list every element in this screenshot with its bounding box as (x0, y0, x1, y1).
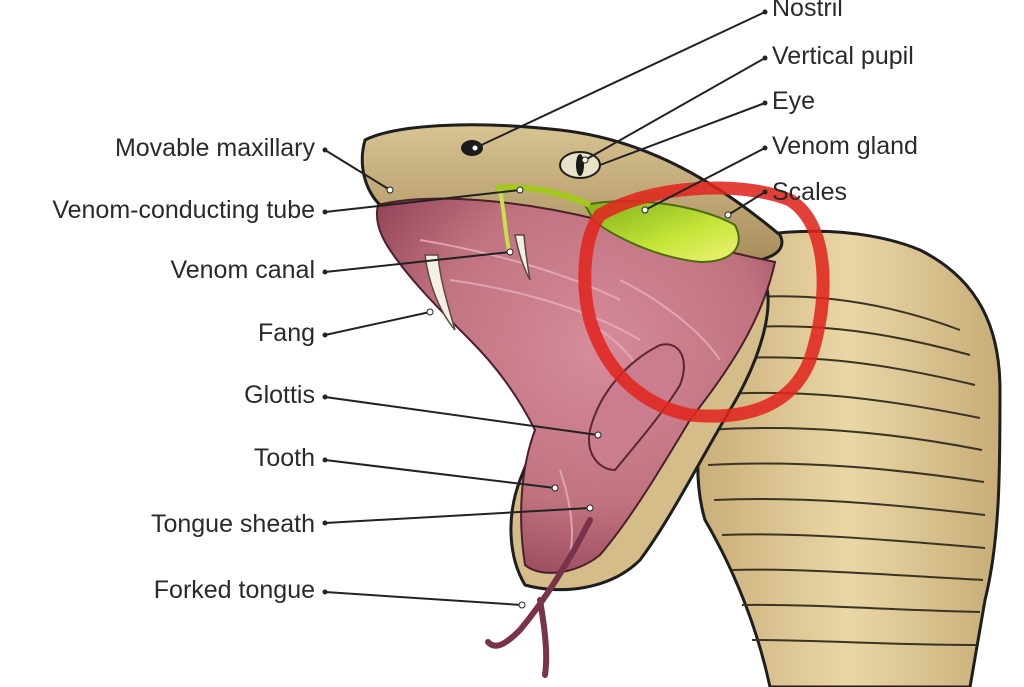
label-end-dots (322, 9, 768, 595)
label-scales: Scales (772, 178, 848, 206)
leader-nostril (474, 11, 766, 149)
leader-movable-maxillary (324, 149, 391, 191)
glottis-tube (588, 343, 685, 472)
snake-neck (696, 229, 1002, 687)
leader-venom-gland (644, 147, 766, 211)
leader-forked-tongue (324, 591, 523, 606)
venom-gland-shape (583, 200, 740, 264)
leader-glottis (324, 396, 599, 436)
leader-fang (324, 311, 431, 336)
label-eye: Eye (772, 87, 816, 115)
venom-tube (494, 184, 592, 208)
leader-vertical-pupil (584, 57, 766, 161)
leader-venom-conducting-tube (324, 189, 521, 213)
label-tongue-sheath: Tongue sheath (150, 510, 315, 538)
leader-tooth (324, 459, 556, 489)
label-glottis: Glottis (244, 381, 315, 409)
forked-tongue-shape (485, 517, 593, 678)
label-movable-maxillary: Movable maxillary (114, 134, 315, 162)
label-venom-conducting-tube: Venom-conducting tube (52, 196, 315, 224)
label-forked-tongue: Forked tongue (153, 576, 315, 604)
leader-scales (727, 191, 766, 216)
leader-dots (386, 144, 732, 609)
fang-shape (424, 254, 456, 331)
label-vertical-pupil: Vertical pupil (772, 42, 914, 70)
label-venom-gland: Venom gland (772, 132, 918, 160)
leader-tongue-sheath (324, 507, 591, 524)
rear-fang-shape (514, 234, 531, 281)
label-fang: Fang (258, 319, 315, 347)
leader-eye (599, 102, 766, 166)
leader-lines (324, 11, 766, 606)
highlight-circle (578, 181, 830, 423)
leader-venom-canal (324, 251, 511, 273)
label-nostril: Nostril (772, 0, 843, 22)
label-venom-canal: Venom canal (170, 256, 315, 284)
label-tooth: Tooth (253, 444, 315, 472)
